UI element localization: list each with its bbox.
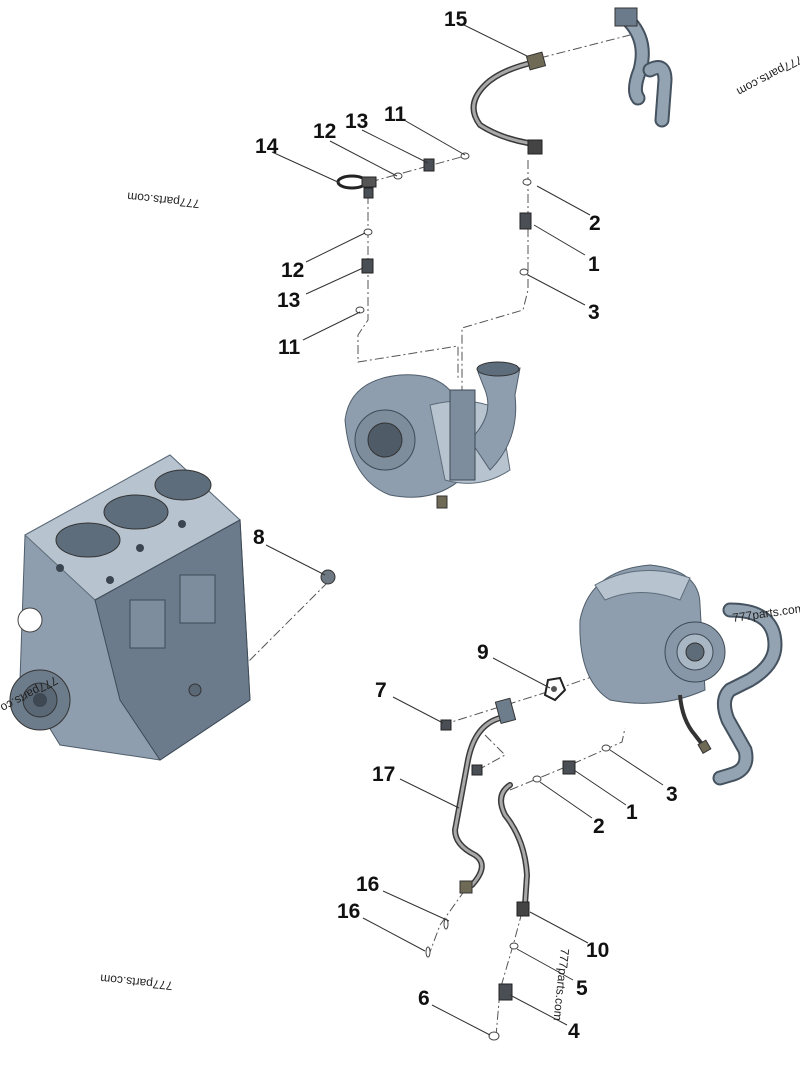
watermark-lower-vertical: 777parts.com: [550, 948, 572, 1022]
callout-10: 10: [586, 939, 609, 962]
callouts: 15 11 13 12 14 2 1 3 12 13 11 8 9 7 17 3…: [253, 8, 678, 1043]
fittings-upper: [355, 152, 532, 314]
fittings-lower: [320, 569, 611, 1041]
callout-4: 4: [568, 1020, 580, 1043]
turbocharger-upper: [344, 361, 521, 509]
callout-12-upper: 12: [313, 120, 336, 143]
callout-6: 6: [418, 987, 430, 1010]
watermark-upper-left: 777parts.com: [127, 189, 201, 211]
watermark-lower-left: 777parts.com: [100, 971, 174, 993]
callout-16-b: 16: [337, 900, 360, 923]
oil-feed-pipe-upper: [470, 51, 547, 155]
callout-8: 8: [253, 526, 265, 549]
engine-block: [9, 454, 251, 761]
watermark-upper-right: 777parts.com: [734, 52, 800, 98]
callout-16-a: 16: [356, 873, 379, 896]
oil-drain-pipe-17: [452, 697, 517, 894]
callout-17: 17: [372, 763, 395, 786]
callout-5: 5: [576, 977, 588, 1000]
oil-feed-pipe-10: [498, 782, 530, 917]
callout-12-mid: 12: [281, 259, 304, 282]
callout-7: 7: [375, 679, 387, 702]
callout-3-upper: 3: [588, 301, 600, 324]
callout-11-upper: 11: [384, 103, 407, 126]
callout-14: 14: [255, 135, 279, 158]
callout-2-upper: 2: [589, 212, 601, 235]
callout-1-upper: 1: [588, 253, 600, 276]
callout-2-lower: 2: [593, 815, 605, 838]
callout-13-mid: 13: [277, 289, 300, 312]
leader-lines: [265, 23, 664, 1036]
banjo-bolt-14: [336, 174, 377, 199]
callout-1-lower: 1: [626, 801, 638, 824]
callout-13-upper: 13: [345, 110, 368, 133]
callout-3-lower: 3: [666, 783, 678, 806]
intake-hose-upper: [614, 7, 673, 128]
turbocharger-lower: [579, 564, 783, 786]
callout-9: 9: [477, 641, 489, 664]
callout-15: 15: [444, 8, 468, 31]
callout-11-mid: 11: [278, 336, 301, 359]
